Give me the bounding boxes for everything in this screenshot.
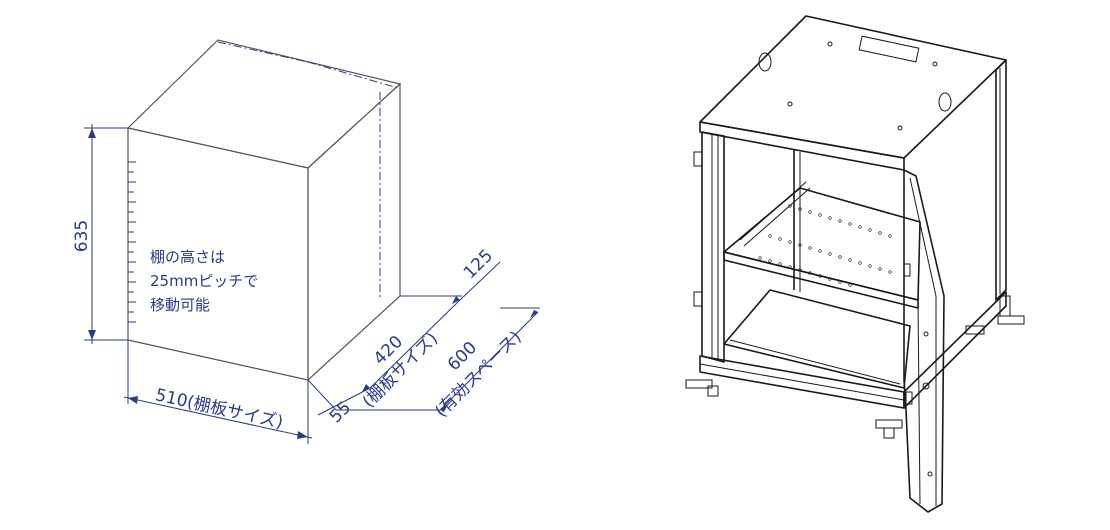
shelf-note-line-2: 25mmピッチで [150, 272, 258, 290]
width-label: 510(棚板サイズ) [153, 385, 284, 433]
shelf-note-line-1: 棚の高さは [150, 248, 225, 266]
width-dimension [123, 340, 313, 444]
shelf-scale-ticks [128, 161, 136, 323]
height-label: 635 [72, 220, 92, 252]
rear-gap-label: 125 [460, 246, 497, 283]
depth-total-note: (有効スペース) [431, 327, 525, 421]
shelf-note-line-3: 移動可能 [150, 296, 210, 314]
foot-icon [685, 295, 1025, 439]
shelf-perforations [758, 204, 892, 287]
height-dimension [84, 124, 128, 344]
dimension-box-drawing: 棚の高さは 25mmピッチで 移動可能 635 510(棚板サイズ) [72, 39, 540, 444]
front-gap-label: 55 [326, 398, 355, 427]
depth-dimensions [307, 261, 540, 416]
eye-bolt-icon [758, 52, 952, 112]
cabinet-illustration [685, 15, 1025, 513]
